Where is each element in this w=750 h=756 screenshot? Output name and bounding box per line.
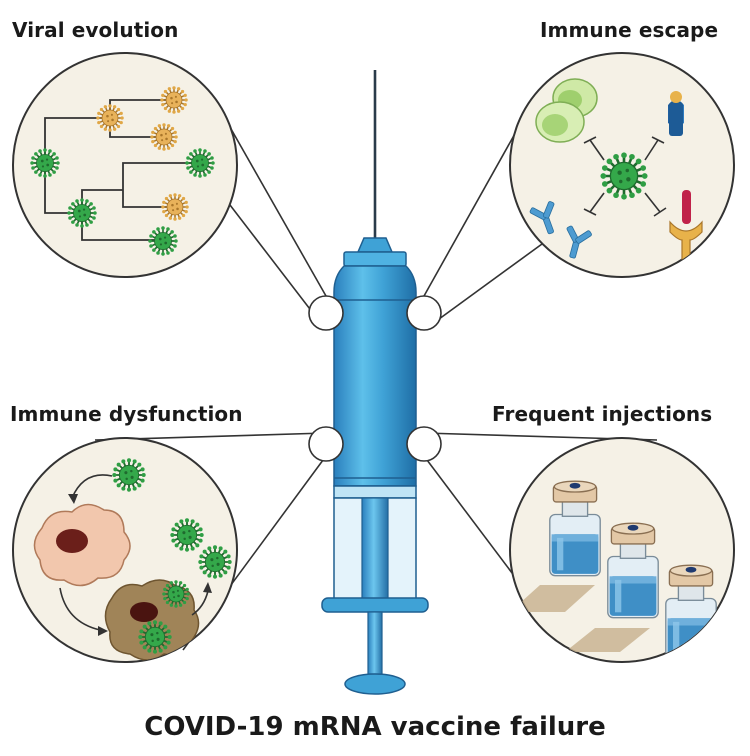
virus-icon [600, 152, 648, 200]
virus-icon [160, 86, 188, 114]
virus-icon [150, 123, 178, 151]
panel-title-immune-dysfunction: Immune dysfunction [10, 402, 243, 426]
virus-icon [96, 104, 124, 132]
virus-icon [170, 518, 204, 552]
virus-icon [161, 193, 189, 221]
virus-icon [185, 148, 215, 178]
receptor-icon [668, 91, 684, 136]
panel-frequent-injections [509, 437, 735, 663]
vial-icon [607, 522, 659, 619]
virus-icon [67, 198, 97, 228]
panel-immune-dysfunction [12, 437, 238, 663]
panel-viral-evolution [12, 52, 238, 278]
panel-title-viral-evolution: Viral evolution [12, 18, 179, 42]
virus-icon [138, 620, 172, 654]
panel-title-frequent-injections: Frequent injections [492, 402, 713, 426]
receptor-icon [669, 190, 703, 265]
syringe-icon [321, 70, 429, 695]
virus-icon [112, 458, 146, 492]
vial-icon [665, 564, 717, 661]
cell-icon [33, 503, 131, 587]
cell-icon [535, 78, 598, 143]
virus-icon [30, 148, 60, 178]
virus-icon [162, 580, 190, 608]
junction-markers [308, 295, 442, 462]
vial-icon [549, 480, 601, 577]
virus-icon [148, 226, 178, 256]
panel-title-immune-escape: Immune escape [540, 18, 719, 42]
panel-immune-escape [509, 52, 735, 278]
figure-caption: COVID-19 mRNA vaccine failure [144, 712, 606, 742]
virus-icon [198, 545, 232, 579]
